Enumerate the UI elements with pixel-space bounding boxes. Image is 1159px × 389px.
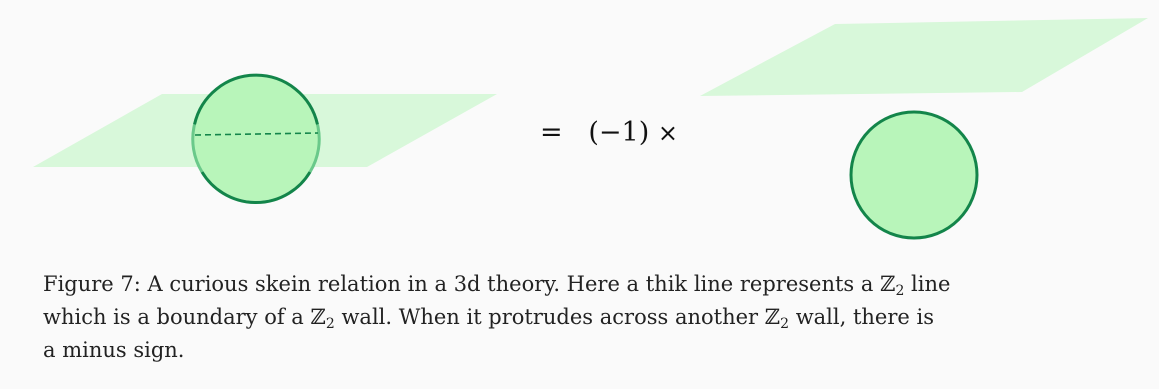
left-sphere-lower-arc [200, 171, 312, 205]
left-sphere [193, 75, 319, 201]
minus-one-factor: (−1) [588, 117, 650, 148]
z2-symbol: ℤ2 [310, 305, 335, 332]
times-sign: × [657, 119, 678, 147]
left-sphere-upper-arc [193, 73, 319, 125]
equation: = (−1) × [540, 117, 678, 148]
left-sphere-left-middle-arc [191, 124, 204, 173]
equals-sign: = [540, 117, 563, 148]
figure-caption: Figure 7: A curious skein relation in a … [43, 268, 1123, 367]
right-sphere [849, 110, 979, 240]
left-sphere-right-middle-arc [308, 124, 321, 173]
caption-line-1: Figure 7: A curious skein relation in a … [43, 272, 951, 299]
caption-line-3: a minus sign. [43, 338, 185, 362]
z2-symbol: ℤ2 [764, 305, 790, 332]
caption-line-2: which is a boundary of a ℤ2 wall. When i… [43, 305, 934, 332]
caption-label: Figure 7: [43, 272, 141, 296]
z2-symbol: ℤ2 [880, 272, 905, 299]
right-wall-plane [700, 18, 1148, 96]
intersection-dashed-line [194, 132, 319, 136]
skein-relation-figure [33, 18, 1148, 240]
